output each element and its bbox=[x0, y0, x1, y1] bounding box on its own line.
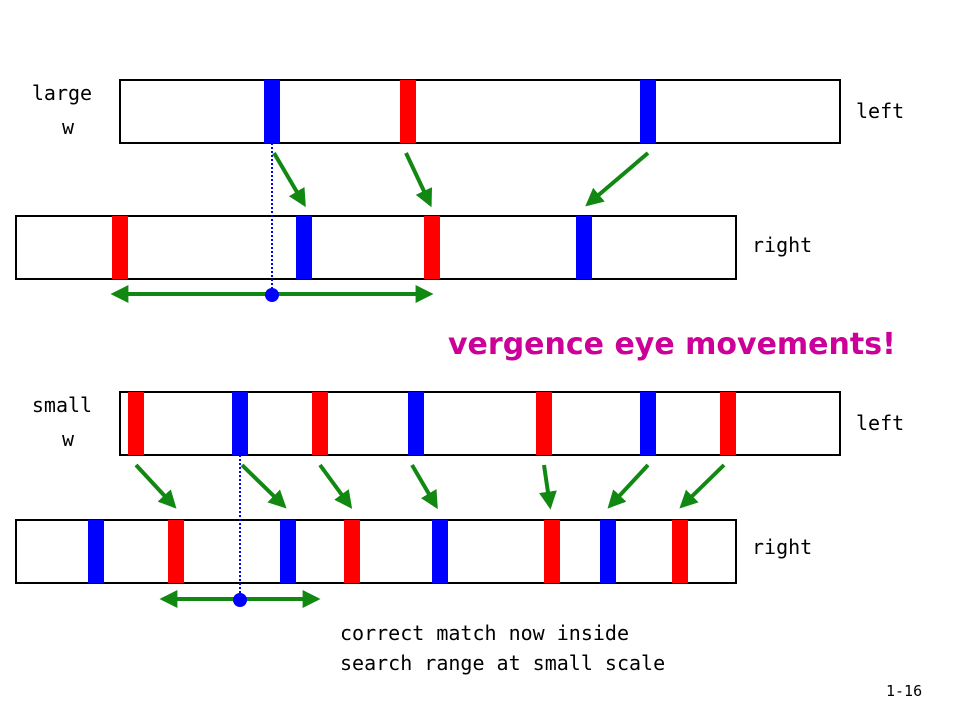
small-scale-panel: small w left right bbox=[15, 391, 904, 675]
headline: vergence eye movements! bbox=[448, 327, 896, 362]
small-right-red-feature bbox=[544, 520, 560, 583]
small-right-blue-feature bbox=[600, 520, 616, 583]
small-scale-label: small w bbox=[32, 393, 104, 451]
small-left-red-feature bbox=[312, 392, 328, 455]
small-right-red-feature bbox=[168, 520, 184, 583]
small-match-arrow bbox=[240, 463, 287, 509]
small-match-arrow bbox=[539, 464, 557, 510]
small-left-blue-feature bbox=[232, 392, 248, 455]
large-match-arrow bbox=[585, 151, 650, 207]
page-number: 1-16 bbox=[886, 682, 922, 700]
large-search-center-dot bbox=[265, 288, 279, 302]
large-left-blue-feature bbox=[640, 80, 656, 143]
large-right-blue-feature bbox=[296, 216, 312, 279]
small-left-red-feature bbox=[720, 392, 736, 455]
large-scale-label: large w bbox=[32, 81, 104, 139]
large-left-label: left bbox=[856, 99, 904, 123]
small-left-blue-feature bbox=[640, 392, 656, 455]
large-left-red-feature bbox=[400, 80, 416, 143]
small-right-red-feature bbox=[344, 520, 360, 583]
small-right-label: right bbox=[752, 535, 812, 559]
large-match-arrow bbox=[404, 152, 433, 208]
small-match-arrow bbox=[134, 463, 177, 509]
large-right-red-feature bbox=[112, 216, 128, 279]
large-right-red-feature bbox=[424, 216, 440, 279]
large-match-arrow bbox=[272, 151, 306, 208]
large-right-image-strip bbox=[15, 215, 737, 280]
small-right-blue-feature bbox=[432, 520, 448, 583]
large-right-label: right bbox=[752, 233, 812, 257]
small-right-red-feature bbox=[672, 520, 688, 583]
small-match-arrow bbox=[410, 463, 438, 510]
small-left-red-feature bbox=[536, 392, 552, 455]
caption: correct match now inside search range at… bbox=[340, 621, 665, 675]
small-match-arrow bbox=[679, 463, 726, 509]
large-left-image-strip bbox=[119, 79, 841, 144]
small-left-blue-feature bbox=[408, 392, 424, 455]
small-right-blue-feature bbox=[280, 520, 296, 583]
small-left-red-feature bbox=[128, 392, 144, 455]
large-left-blue-feature bbox=[264, 80, 280, 143]
small-match-arrow bbox=[607, 463, 650, 509]
small-right-blue-feature bbox=[88, 520, 104, 583]
large-right-blue-feature bbox=[576, 216, 592, 279]
small-search-center-dot bbox=[233, 593, 247, 607]
small-match-arrow bbox=[318, 463, 353, 509]
small-left-label: left bbox=[856, 411, 904, 435]
small-right-image-strip bbox=[15, 519, 737, 584]
large-scale-panel: large w left right bbox=[15, 79, 904, 303]
